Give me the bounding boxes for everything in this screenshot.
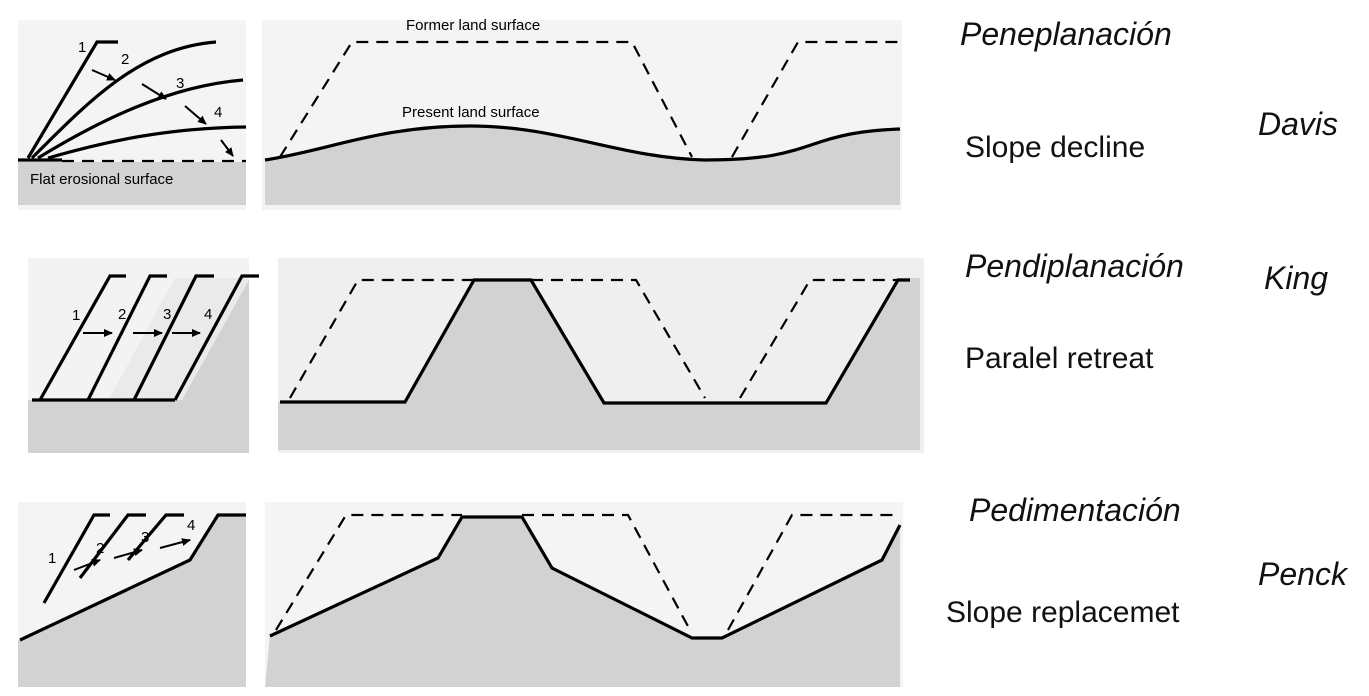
penck-step-3: 3	[141, 529, 149, 546]
penck-step-4: 4	[187, 517, 195, 534]
author-penck: Penck	[1258, 556, 1347, 592]
description-paralel-retreat: Paralel retreat	[965, 342, 1154, 375]
davis-left-diagram: 1 2 3 4 Flat erosional surface	[18, 20, 247, 210]
penck-right-diagram	[265, 502, 903, 687]
king-step-2: 2	[118, 306, 126, 323]
penck-step-2: 2	[96, 540, 104, 557]
flat-erosional-surface-label: Flat erosional surface	[30, 171, 173, 188]
former-land-surface-label: Former land surface	[406, 17, 540, 34]
author-king: King	[1264, 260, 1329, 296]
present-land-surface-label: Present land surface	[402, 104, 540, 121]
process-peneplanacion: Peneplanación	[960, 16, 1172, 52]
penck-step-1: 1	[48, 550, 56, 567]
description-slope-replacement: Slope replacemet	[946, 596, 1180, 629]
king-step-1: 1	[72, 307, 80, 324]
penck-left-diagram: 1 2 3 4	[18, 502, 246, 687]
process-pedimentacion: Pedimentación	[969, 492, 1181, 528]
king-step-4: 4	[204, 306, 212, 323]
king-step-3: 3	[163, 306, 171, 323]
davis-step-3: 3	[176, 75, 184, 92]
description-slope-decline: Slope decline	[965, 131, 1146, 164]
king-right-diagram	[278, 258, 924, 453]
davis-step-1: 1	[78, 39, 86, 56]
davis-step-2: 2	[121, 51, 129, 68]
author-davis: Davis	[1258, 106, 1339, 142]
process-pendiplanacion: Pendiplanación	[965, 248, 1184, 284]
davis-right-diagram: Former land surface Present land surface	[262, 17, 902, 210]
king-left-diagram: 1 2 3 4	[28, 258, 259, 453]
davis-step-4: 4	[214, 104, 222, 121]
